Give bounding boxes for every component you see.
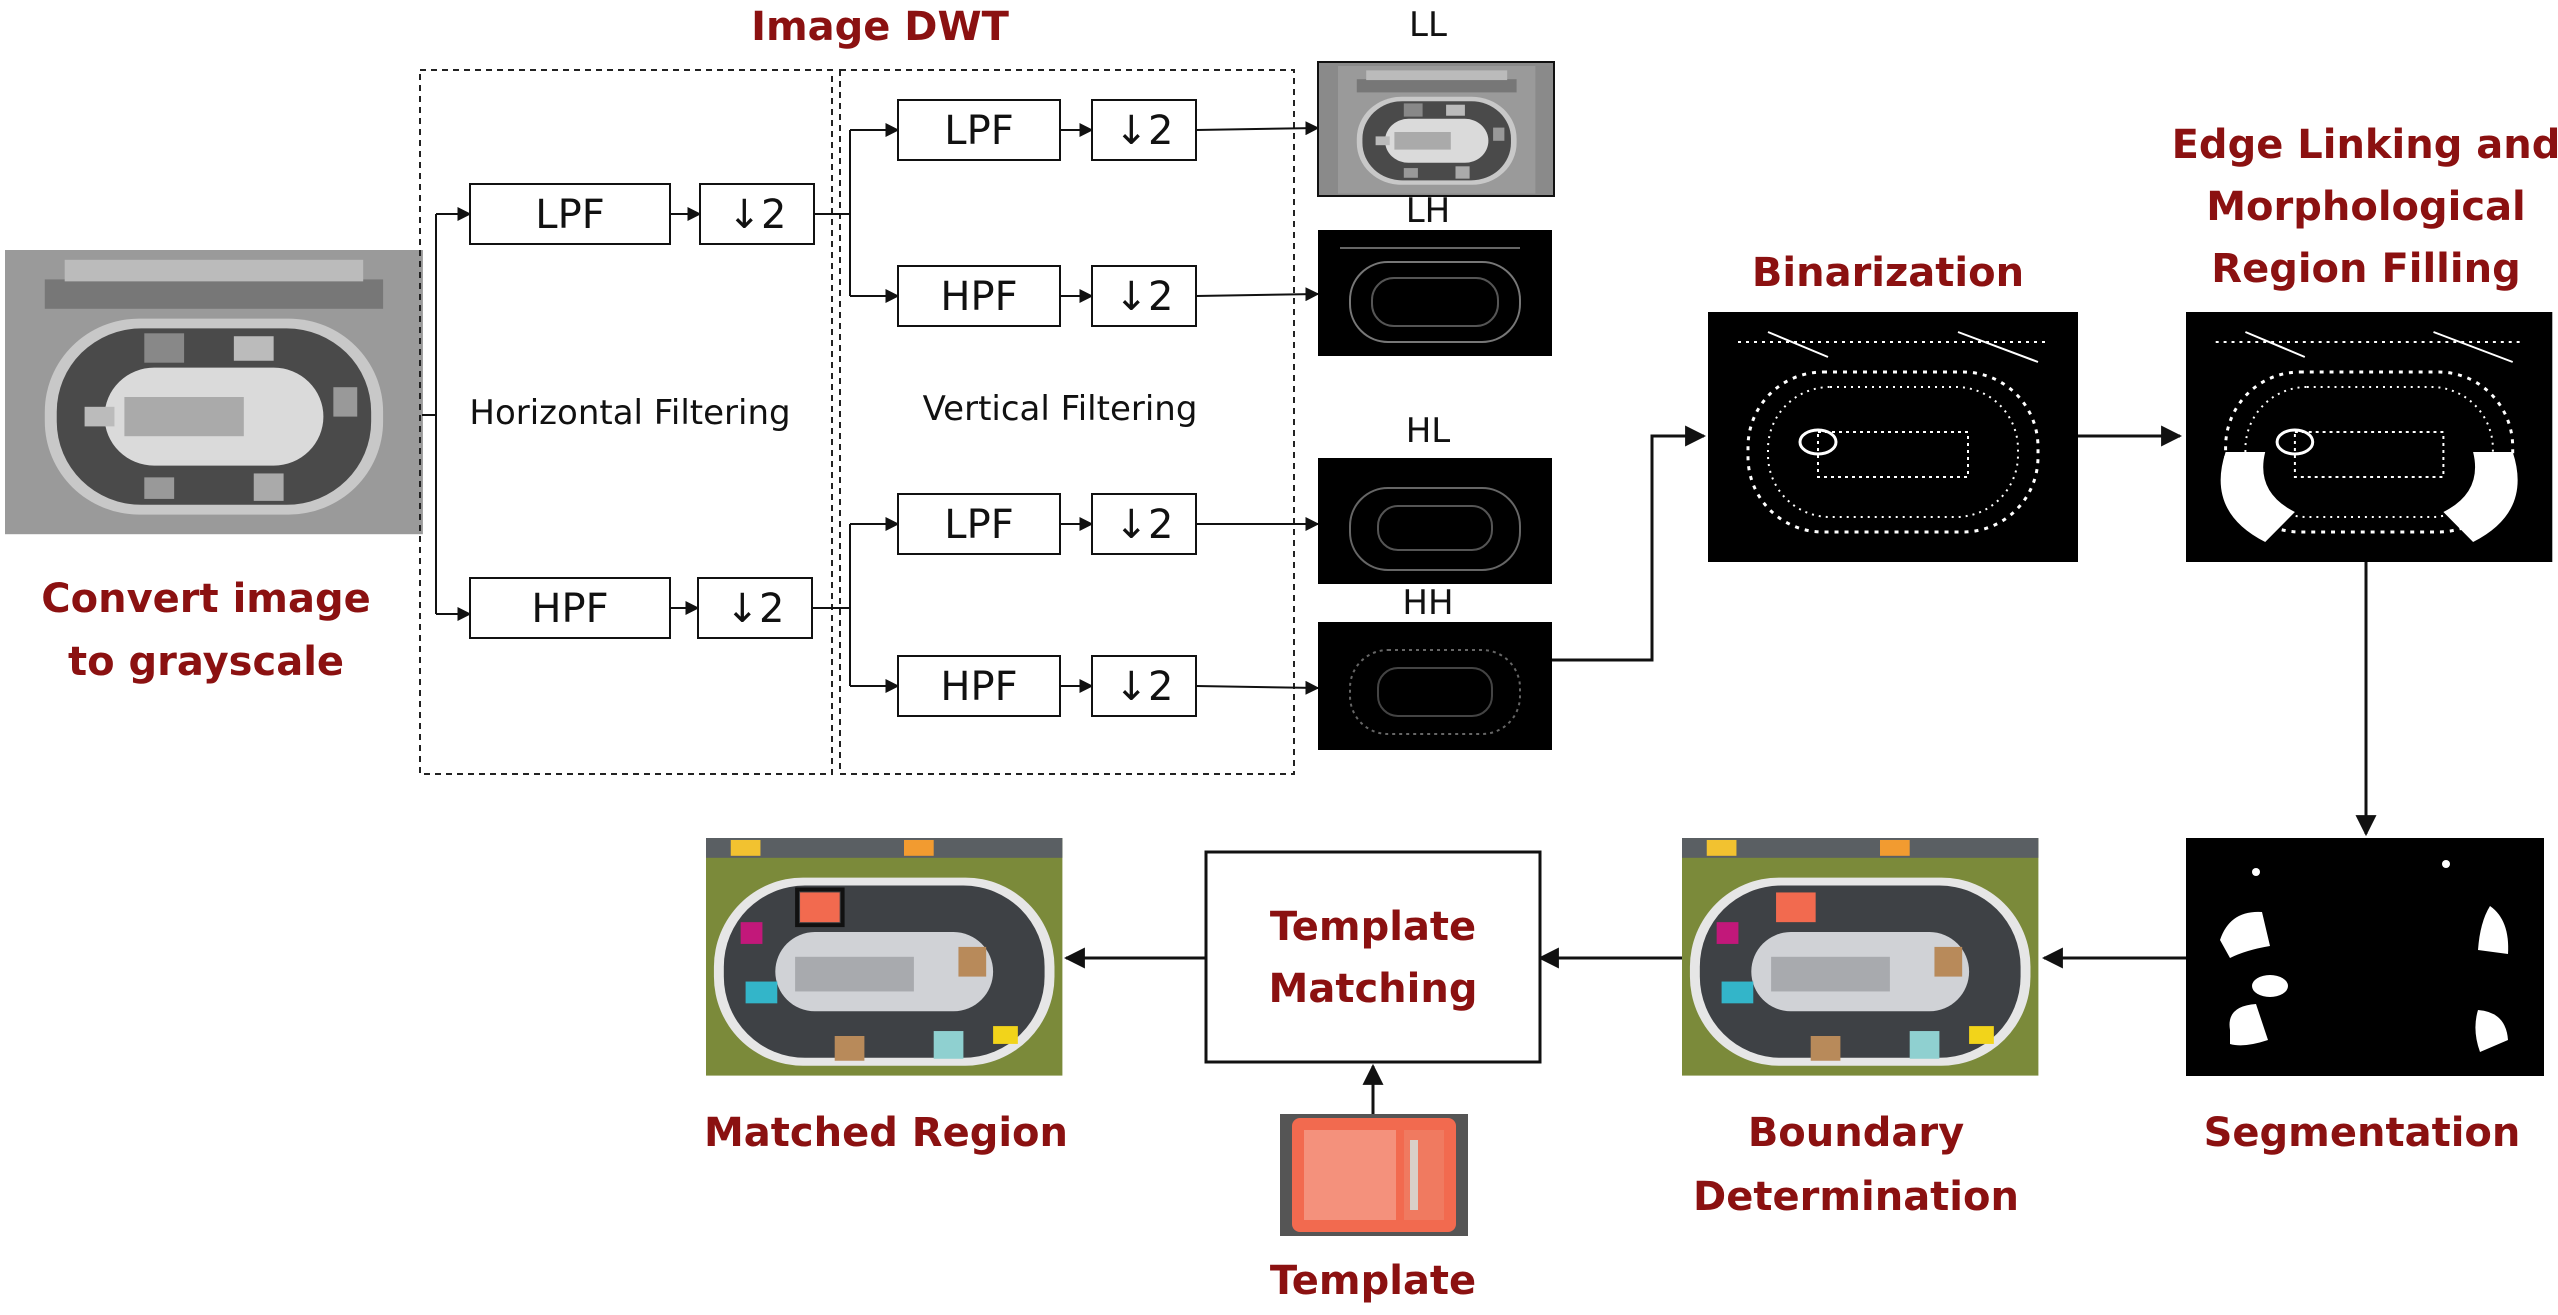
segmentation-image	[2186, 838, 2544, 1076]
vertical-filtering-label: Vertical Filtering	[923, 389, 1198, 429]
vertical-hl-row: LPF ↓2	[897, 493, 1320, 555]
segmentation-title: Segmentation	[2204, 1110, 2521, 1156]
vertical-downsample-box-4	[1091, 655, 1197, 717]
matched-region-title: Matched Region	[704, 1110, 1068, 1156]
template-matching-title-1: Template	[1270, 904, 1476, 950]
vertical-downsample-label-2: ↓2	[1115, 274, 1174, 320]
vertical-hpf-label-1: HPF	[940, 274, 1017, 320]
template-matching-title-2: Matching	[1269, 966, 1478, 1012]
edge-linking-title-3: Region Filling	[2211, 246, 2520, 292]
vertical-filtering-panel	[839, 69, 1295, 775]
horizontal-lpf-downsample-label: ↓2	[728, 192, 787, 238]
template-title: Template	[1270, 1258, 1476, 1304]
binarization-image	[1706, 310, 2080, 564]
horizontal-hpf-downsample-label: ↓2	[726, 586, 785, 632]
ll-label: LL	[1409, 5, 1447, 45]
vertical-downsample-box-2	[1091, 265, 1197, 327]
hh-label: HH	[1402, 583, 1453, 623]
template-matching-box	[1204, 850, 1542, 1064]
hl-label: HL	[1406, 411, 1451, 451]
vertical-hpf-label-2: HPF	[940, 664, 1017, 710]
matched-region-image	[706, 838, 1063, 1076]
vertical-ll-row: LPF ↓2	[897, 99, 1320, 161]
template-image	[1280, 1114, 1468, 1236]
ll-subband-image	[1317, 61, 1555, 197]
edge-linking-image	[2184, 310, 2554, 564]
vertical-downsample-label-3: ↓2	[1115, 502, 1174, 548]
edge-linking-title-2: Morphological	[2206, 184, 2526, 230]
lh-label: LH	[1406, 191, 1451, 231]
hh-subband-image	[1318, 622, 1552, 750]
vertical-lh-row: HPF ↓2	[897, 265, 1320, 327]
hl-subband-image	[1318, 458, 1552, 584]
boundary-determination-image	[1682, 838, 2039, 1076]
vertical-lpf-label-1: LPF	[944, 108, 1013, 154]
lh-subband-image	[1318, 230, 1552, 356]
horizontal-lpf-downsample-box	[699, 183, 815, 245]
horizontal-hpf-downsample-box	[697, 577, 813, 639]
horizontal-hpf-box	[469, 577, 671, 639]
edge-linking-title-1: Edge Linking and	[2172, 122, 2558, 168]
vertical-hh-row: HPF ↓2	[897, 655, 1320, 717]
vertical-downsample-label-4: ↓2	[1115, 664, 1174, 710]
vertical-downsample-box-3	[1091, 493, 1197, 555]
vertical-downsample-box-1	[1091, 99, 1197, 161]
vertical-lpf-label-2: LPF	[944, 502, 1013, 548]
vertical-hpf-box-2	[897, 655, 1061, 717]
convert-grayscale-label-1: Convert image	[41, 576, 370, 622]
boundary-determination-title-1: Boundary	[1748, 1110, 1964, 1156]
horizontal-filtering-label: Horizontal Filtering	[469, 393, 790, 433]
binarization-title: Binarization	[1752, 250, 2024, 296]
image-dwt-title: Image DWT	[751, 4, 1010, 50]
vertical-lpf-box-2	[897, 493, 1061, 555]
horizontal-filtering-panel	[419, 69, 833, 775]
vertical-lpf-box-1	[897, 99, 1061, 161]
vertical-downsample-label-1: ↓2	[1115, 108, 1174, 154]
grayscale-input-image	[5, 250, 423, 535]
horizontal-lpf-label: LPF	[535, 192, 604, 238]
horizontal-hpf-label: HPF	[531, 586, 608, 632]
convert-grayscale-label-2: to grayscale	[68, 639, 344, 685]
boundary-determination-title-2: Determination	[1693, 1174, 2019, 1220]
horizontal-lpf-box	[469, 183, 671, 245]
